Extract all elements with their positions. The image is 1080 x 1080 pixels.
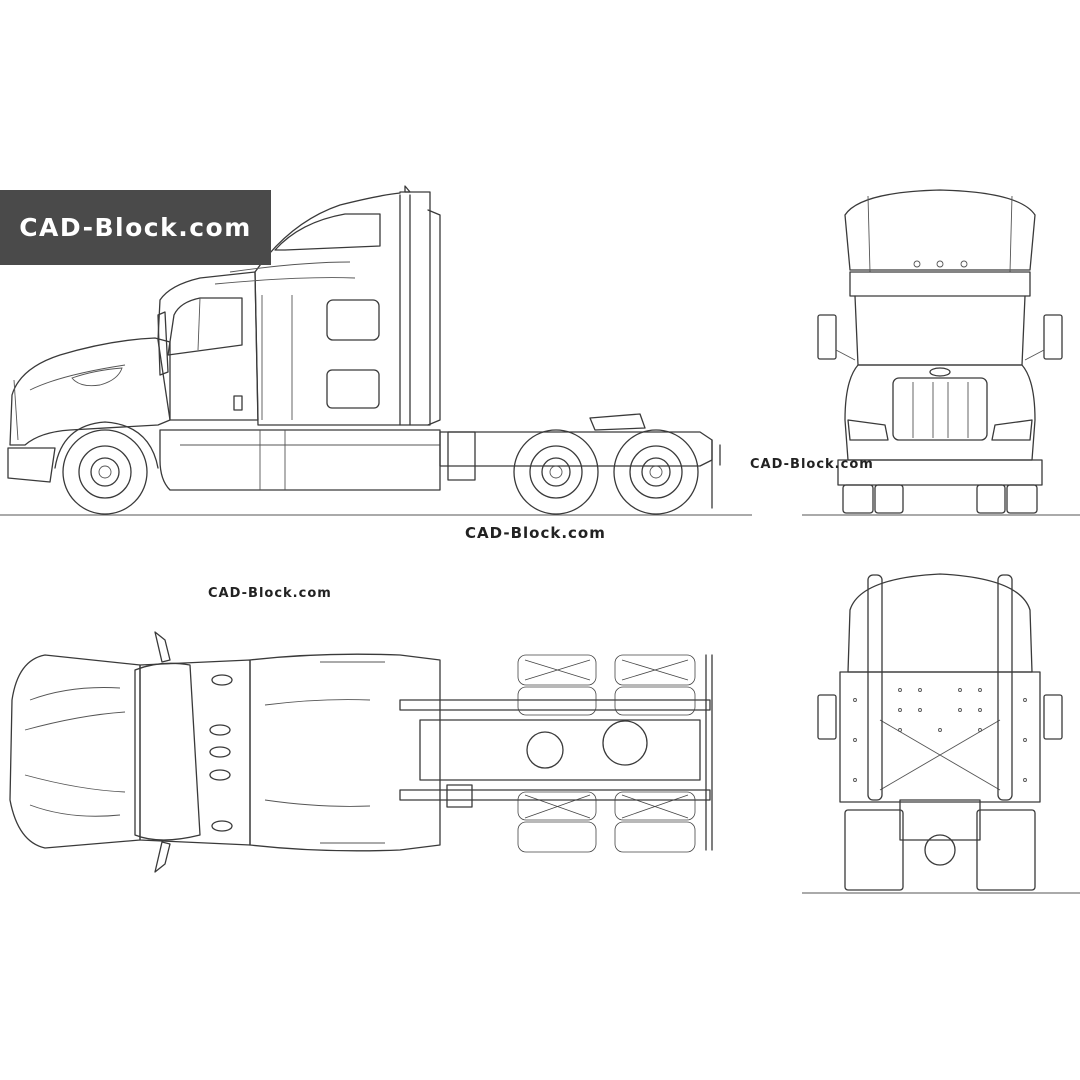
front-headlight-left (847, 419, 889, 441)
top-hood (9, 654, 141, 849)
brand-badge: CAD-Block.com (0, 190, 271, 265)
front-bumper (837, 459, 1043, 486)
side-fuel-tank (159, 429, 441, 491)
front-headlight-right (991, 419, 1033, 441)
top-frame-rail-left (399, 699, 711, 711)
rear-mudflaps (844, 809, 1036, 891)
top-view (9, 631, 713, 873)
side-front-wheel (54, 421, 159, 515)
front-mirror-left (817, 314, 837, 360)
top-axle-housing (419, 719, 701, 781)
side-drive-wheel-rear (613, 429, 699, 515)
side-drive-wheel-front (513, 429, 599, 515)
watermark-top-view: CAD-Block.com (208, 586, 332, 601)
watermark-front-view: CAD-Block.com (750, 457, 874, 472)
side-fifth-wheel (589, 413, 646, 431)
front-mirror-right (1043, 314, 1063, 360)
side-front-bumper (7, 447, 56, 483)
side-hood (9, 337, 171, 446)
side-step (447, 431, 476, 481)
rear-hitch (899, 799, 981, 841)
front-emblem (929, 367, 951, 377)
brand-badge-text: CAD-Block.com (19, 213, 252, 242)
side-cab (157, 271, 259, 421)
side-cab-window (167, 297, 243, 356)
rear-view (802, 573, 1080, 894)
rear-panel (839, 671, 1041, 803)
top-fifth-wheel (602, 720, 648, 766)
rear-mirror-left (817, 694, 837, 740)
front-hood (844, 364, 1036, 461)
top-frame-rail-right (399, 789, 711, 801)
front-windshield (854, 295, 1026, 366)
rear-exhaust-right (997, 574, 1013, 801)
side-hood-vent (71, 367, 123, 387)
watermark-side-view: CAD-Block.com (465, 524, 606, 542)
side-sleeper-panel (326, 369, 380, 409)
side-frame-rail (439, 431, 713, 467)
rear-exhaust-left (867, 574, 883, 801)
side-rear-fairing (427, 209, 441, 426)
top-mirror-right (154, 841, 171, 873)
side-sleeper-top-window (274, 213, 381, 251)
rear-sleeper-back (847, 573, 1033, 673)
front-view (802, 189, 1080, 516)
side-view (0, 185, 752, 516)
rear-rivets (853, 688, 1027, 782)
front-sleeper-roof (844, 189, 1036, 271)
side-sleeper-window (326, 299, 380, 341)
top-windshield (134, 662, 201, 841)
top-mirror-left (154, 631, 171, 663)
side-sleeper (254, 191, 431, 426)
front-tires (842, 484, 1038, 514)
top-sleeper (249, 653, 441, 852)
front-roof-visor (849, 271, 1031, 297)
side-door-handle (233, 395, 243, 411)
top-drive-tires (517, 654, 696, 853)
side-mirror (157, 311, 169, 376)
rear-frame-cross (879, 719, 1001, 791)
rear-mirror-right (1043, 694, 1063, 740)
front-grille (892, 377, 988, 441)
